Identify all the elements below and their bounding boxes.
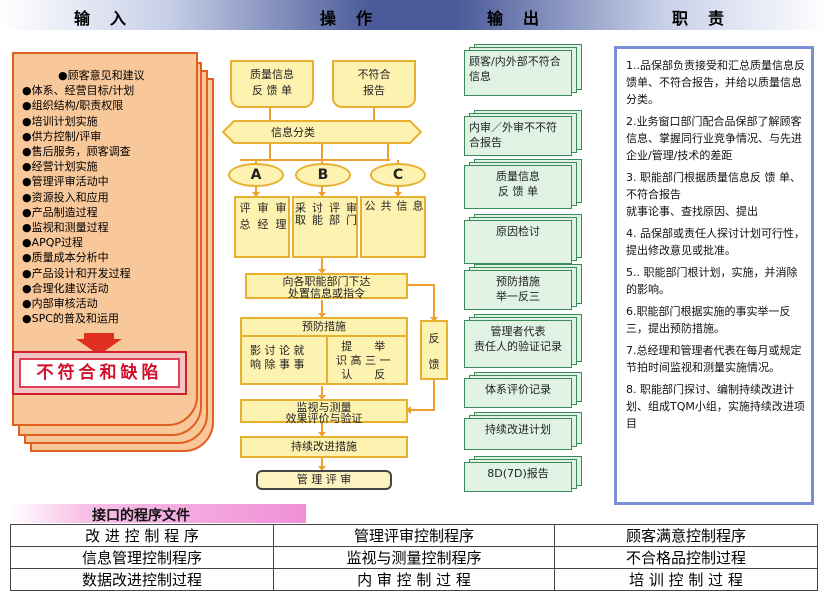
classify-label: 信息分类 <box>271 126 315 139</box>
prevent-box: 预防措施 影 讨 论 就响 除 事 事 提 举识 高 三 一认 反 <box>240 317 408 385</box>
improve-box: 持续改进措施 <box>240 436 408 458</box>
impact-line: 影 讨 论 就 <box>250 344 305 357</box>
learn-line: 识 高 三 一 <box>336 354 391 367</box>
output-doc: 内审／外审不不符合报告 <box>464 116 572 156</box>
nonconformity-box: 不符合和缺陷 <box>12 351 187 395</box>
input-list: ●顾客意见和建议 ●体系、经营目标/计划●组织结构/职责权限●培训计划实施●供方控… <box>22 68 197 326</box>
procedure-cell: 监视与测量控制程序 <box>273 546 555 569</box>
interface-title: 接口的程序文件 <box>92 508 190 524</box>
output-doc: 持续改进计划 <box>464 418 572 450</box>
input-item: ●资源投入和应用 <box>22 190 109 204</box>
col-c-text: 公 <box>363 200 376 212</box>
input-item: ●经营计划实施 <box>22 160 98 174</box>
procedure-cell: 顾客满意控制程序 <box>554 524 818 547</box>
impact-text: 影 讨 论 就响 除 事 事 <box>250 344 305 372</box>
col-b-text: 评部 <box>327 202 341 226</box>
output-doc: 体系评价记录 <box>464 378 572 408</box>
header-operation: 操 作 <box>320 9 375 28</box>
output-doc: 8D(7D)报告 <box>464 462 572 492</box>
procedure-row: 数据改进控制过程内 审 控 制 过 程培 训 控 制 过 程 <box>10 568 818 591</box>
nc-report-doc: 不符合 报告 <box>332 60 416 108</box>
duty-item: 7.总经理和管理者代表在每月或规定节拍时间监视和测量实施情况。 <box>626 344 802 374</box>
col-a-box: 评 总审 经审 理 <box>234 196 290 258</box>
learn-text: 提 举识 高 三 一认 反 <box>336 340 391 382</box>
duty-item: 3. 职能部门根据质量信息反 馈 单、不符合报告 就事论事、查找原因、提出 <box>626 171 801 218</box>
duty-item: 5.. 职能部门根计划，实施，并消除的影响。 <box>626 266 798 296</box>
category-c: C <box>370 163 426 187</box>
duty-panel: 1..品保部负责接受和汇总质量信息反馈单、不符合报告，并给以质量信息分类。 2.业… <box>614 46 814 505</box>
procedure-row: 信息管理控制程序监视与测量控制程序不合格品控制过程 <box>10 546 818 569</box>
col-c-text: 信 <box>395 200 408 212</box>
input-item: ●监视和测量过程 <box>22 221 109 235</box>
input-item: ●产品制造过程 <box>22 205 98 219</box>
duty-item: 4. 品保部或责任人探讨计划可行性，提出修改意见或批准。 <box>626 227 805 257</box>
input-item: ●培训计划实施 <box>22 114 98 128</box>
input-item: ●质量成本分析中 <box>22 251 109 265</box>
output-doc: 预防措施 举一反三 <box>464 270 572 310</box>
learn-line: 提 举 <box>341 340 386 353</box>
duty-item: 1..品保部负责接受和汇总质量信息反馈单、不符合报告，并给以质量信息分类。 <box>626 59 805 106</box>
nonconformity-label: 不符合和缺陷 <box>19 358 180 388</box>
col-c-box: 公共信息 <box>360 196 426 258</box>
input-item: ●合理化建议活动 <box>22 281 109 295</box>
input-item: ●内部审核活动 <box>22 297 98 311</box>
procedure-cell: 数据改进控制过程 <box>10 568 274 591</box>
prevent-title: 预防措施 <box>242 319 406 337</box>
output-doc: 顾客/内外部不符合信息 <box>464 50 572 96</box>
category-a: A <box>228 163 284 187</box>
input-item: ●供方控制/评审 <box>22 129 102 143</box>
output-doc: 质量信息 反 馈 单 <box>464 165 572 209</box>
classify-shape <box>222 120 422 144</box>
input-item: ●售后服务，顾客调查 <box>22 145 131 159</box>
procedure-row: 改 进 控 制 程 序管理评审控制程序顾客满意控制程序 <box>10 524 818 547</box>
feedback-form-doc: 质量信息 反 馈 单 <box>230 60 314 108</box>
col-a-text: 审 理 <box>274 202 287 231</box>
procedure-table: 改 进 控 制 程 序管理评审控制程序顾客满意控制程序信息管理控制程序监视与测量… <box>10 524 818 591</box>
output-doc: 原因检讨 <box>464 220 572 264</box>
col-a-text: 审 经 <box>256 202 269 231</box>
input-item: ●体系、经营目标/计划 <box>22 84 135 98</box>
col-b-text: 讨能 <box>310 202 324 226</box>
prevent-divider <box>326 337 328 383</box>
col-b-text: 采取 <box>293 202 307 226</box>
duty-item: 8. 职能部门探讨、编制持续改进计划、组成TQM小组，实施持续改进项目 <box>626 383 805 430</box>
interface-title-bar: 接口的程序文件 <box>10 504 306 524</box>
procedure-cell: 管理评审控制程序 <box>273 524 555 547</box>
category-b: B <box>295 163 351 187</box>
procedure-cell: 内 审 控 制 过 程 <box>273 568 555 591</box>
impact-line: 响 除 事 事 <box>250 358 305 371</box>
review-box: 管 理 评 审 <box>256 470 392 490</box>
feedback-box: 反 馈 <box>420 320 448 380</box>
duty-item: 2.业务窗口部门配合品保部了解顾客信息、掌握同行业竞争情况、与先进企业/管理/技… <box>626 115 802 162</box>
header-input: 输 入 <box>74 9 129 28</box>
learn-line: 认 反 <box>341 368 386 381</box>
procedure-cell: 改 进 控 制 程 序 <box>10 524 274 547</box>
col-a-text: 评 总 <box>238 202 251 231</box>
col-c-text: 息 <box>411 200 424 212</box>
input-item: ●组织结构/职责权限 <box>22 99 124 113</box>
output-doc: 管理者代表 责任人的验证记录 <box>464 320 572 368</box>
header-output: 输 出 <box>487 9 542 28</box>
down-arrow-icon <box>76 333 122 355</box>
procedure-cell: 信息管理控制程序 <box>10 546 274 569</box>
col-b-text: 审门 <box>344 202 358 226</box>
col-c-text: 共 <box>379 200 392 212</box>
input-item: ●SPC的普及和运用 <box>22 312 119 326</box>
monitor-box: 监视与测量 效果评价与验证 <box>240 399 408 424</box>
procedure-cell: 不合格品控制过程 <box>554 546 818 569</box>
input-item: ●顾客意见和建议 <box>58 69 145 82</box>
procedure-cell: 培 训 控 制 过 程 <box>554 568 818 591</box>
input-item: ●产品设计和开发过程 <box>22 266 131 280</box>
input-item: ●管理评审活动中 <box>22 175 109 189</box>
header-bar: 输 入 操 作 输 出 职 责 <box>0 0 828 30</box>
duty-item: 6.职能部门根据实施的事实举一反三，提出预防措施。 <box>626 305 791 335</box>
dispatch-box: 向各职能部门下达 处置信息或指令 <box>245 273 408 300</box>
header-duty: 职 责 <box>672 9 727 28</box>
input-item: ●APQP过程 <box>22 236 84 250</box>
col-b-box: 采取讨能评部审门 <box>292 196 358 258</box>
